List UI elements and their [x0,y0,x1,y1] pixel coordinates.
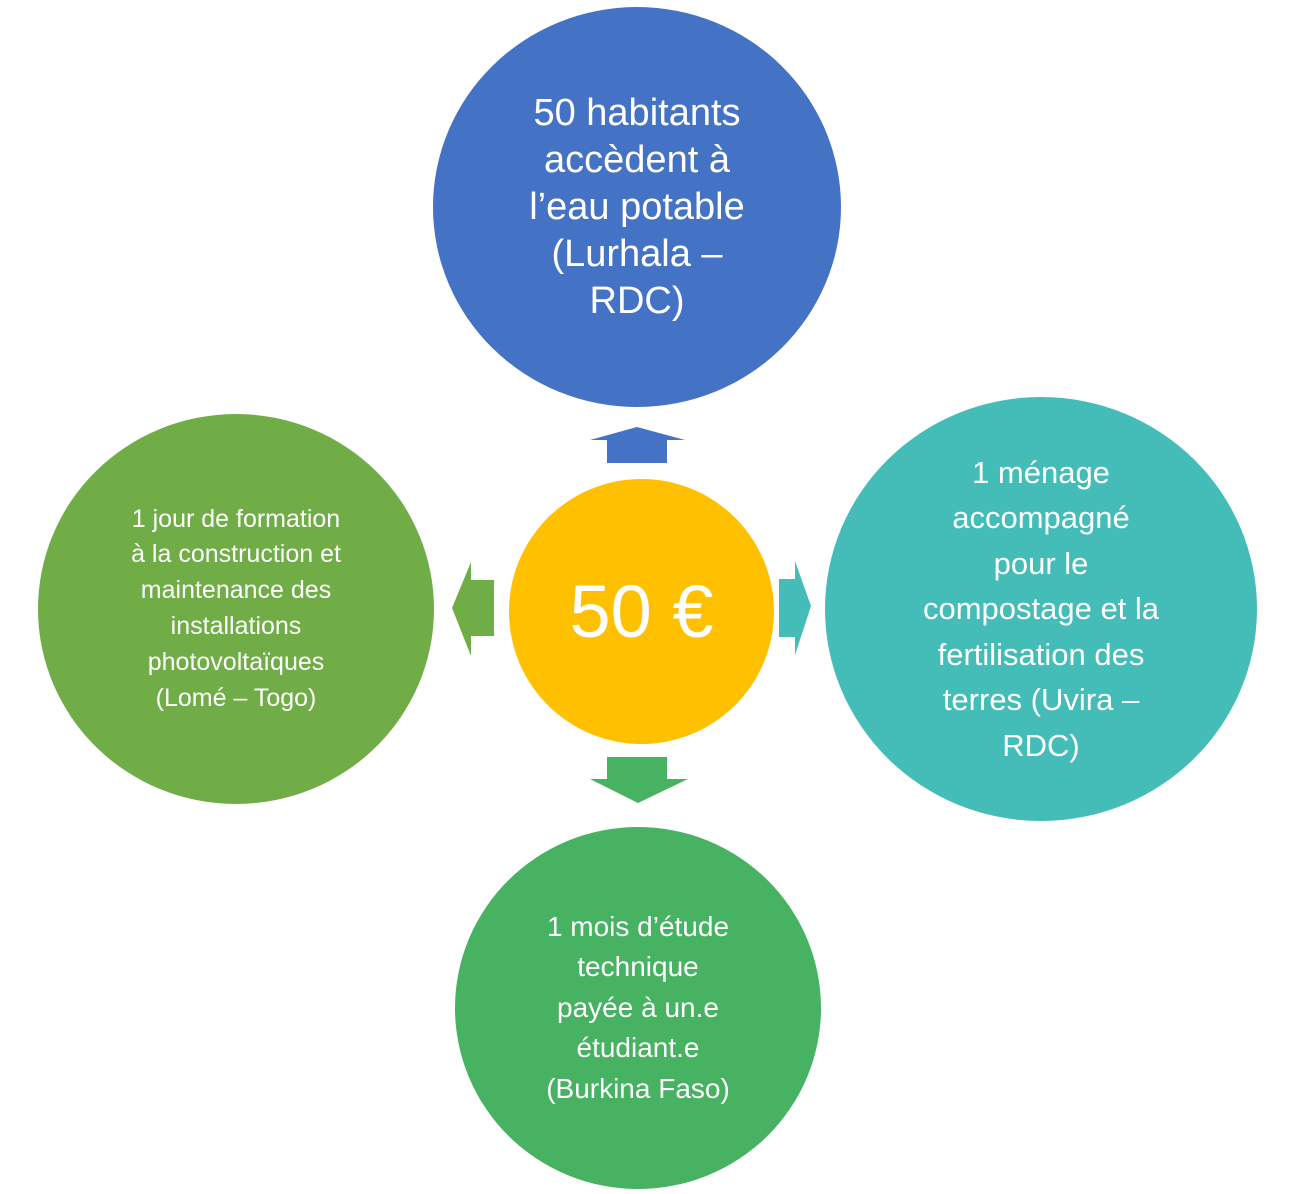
arrow-left-icon [452,562,494,656]
node-center-amount: 50 € [509,479,774,744]
node-top-label: 50 habitants accèdent à l’eau potable (L… [529,91,745,322]
node-bottom-label: 1 mois d’étude technique payée à un.e ét… [546,910,730,1104]
node-left-label: 1 jour de formation à la construction et… [131,504,341,712]
node-center-label: 50 € [569,569,714,653]
node-right-composting: 1 ménage accompagné pour le compostage e… [825,397,1257,821]
arrow-down-icon [590,757,688,803]
node-left-training: 1 jour de formation à la construction et… [38,414,434,804]
arrow-right-icon [779,561,811,655]
node-top-water-access: 50 habitants accèdent à l’eau potable (L… [433,7,841,407]
node-right-label: 1 ménage accompagné pour le compostage e… [922,454,1160,763]
arrow-up-icon [590,427,685,463]
node-bottom-study: 1 mois d’étude technique payée à un.e ét… [455,827,821,1189]
